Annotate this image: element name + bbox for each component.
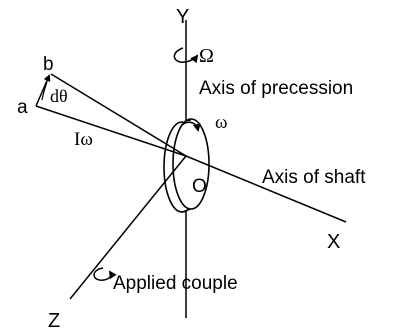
origin-label: O <box>192 176 207 197</box>
axis-of-precession-label: Axis of precession <box>199 78 353 99</box>
couple-rotation-arrow <box>93 267 117 281</box>
vector-oa <box>35 105 187 157</box>
z-axis-line <box>69 155 187 300</box>
precession-rotation-arrow <box>173 47 199 64</box>
i-omega-label: Iω <box>74 129 93 150</box>
spin-omega-label: ω <box>215 112 228 133</box>
point-a-label: a <box>17 97 28 118</box>
vector-ob <box>50 73 187 157</box>
d-theta-label: dθ <box>50 86 68 106</box>
x-axis-label: X <box>327 231 340 253</box>
shaft-axis-line <box>185 155 347 223</box>
d-theta-arc <box>41 81 48 101</box>
point-b-label: b <box>43 54 54 75</box>
z-axis-label: Z <box>48 310 60 331</box>
y-axis-label: Y <box>176 6 189 28</box>
precession-omega-label: Ω <box>199 45 214 67</box>
arrow-ab <box>35 74 51 107</box>
rotor-disc <box>163 118 210 213</box>
spin-rotation-arrow <box>179 121 201 132</box>
axis-of-shaft-label: Axis of shaft <box>262 167 366 188</box>
applied-couple-label: Applied couple <box>113 273 238 294</box>
